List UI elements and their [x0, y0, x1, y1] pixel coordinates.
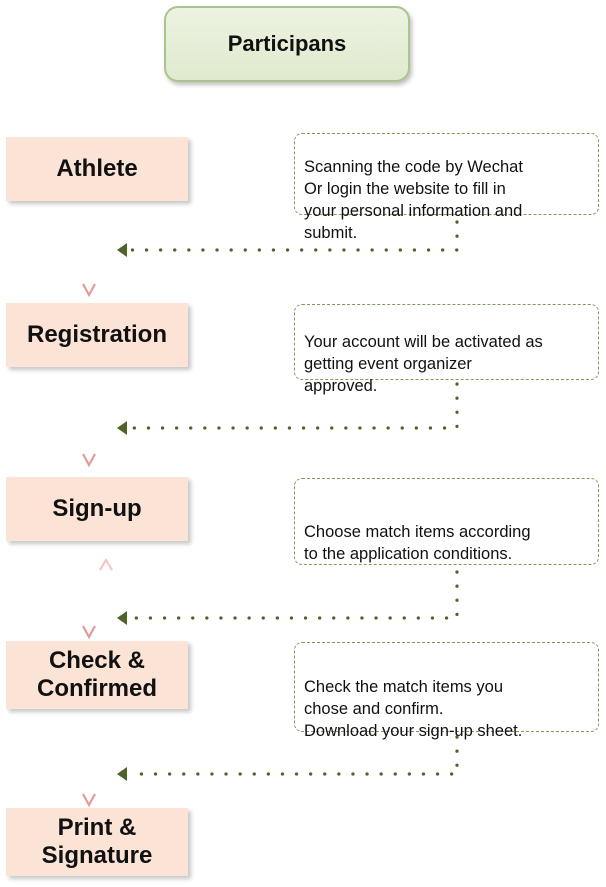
dotted-arrow-2 [117, 382, 459, 435]
dotted-arrow-4 [117, 735, 459, 781]
step-check-confirmed: Check & Confirmed [6, 641, 188, 709]
step-label-sign-up: Sign-up [52, 495, 142, 522]
note-text-registration: Your account will be activated as gettin… [304, 333, 543, 395]
dotted-arrow-3 [117, 570, 459, 625]
step-label-registration: Registration [26, 321, 167, 348]
note-text-check-confirmed: Check the match items you chose and conf… [304, 678, 523, 740]
step-registration: Registration [6, 303, 188, 367]
note-check-confirmed: Check the match items you chose and conf… [294, 642, 599, 740]
diagram-title: Participans [227, 31, 347, 56]
note-text-athlete: Scanning the code by Wechat Or login the… [304, 158, 523, 242]
step-label-print-signature: Print & Signature [41, 814, 153, 869]
step-athlete: Athlete [6, 137, 188, 201]
step-sign-up: Sign-up [6, 477, 188, 541]
flow-arrow-2 [82, 390, 96, 468]
flow-arrow-3 [82, 562, 96, 640]
note-text-sign-up: Choose match items according to the appl… [304, 523, 531, 563]
note-athlete: Scanning the code by Wechat Or login the… [294, 133, 599, 242]
flow-arrow-4 [82, 730, 96, 808]
flow-arrow-return [99, 557, 113, 637]
step-print-signature: Print & Signature [6, 808, 188, 876]
note-sign-up: Choose match items according to the appl… [294, 478, 599, 565]
step-label-athlete: Athlete [56, 155, 138, 182]
step-label-check-confirmed: Check & Confirmed [37, 647, 157, 702]
flow-arrow-1 [82, 220, 96, 298]
dotted-arrow-1 [117, 220, 459, 257]
title-box: Participans [164, 6, 410, 82]
note-registration: Your account will be activated as gettin… [294, 304, 599, 395]
